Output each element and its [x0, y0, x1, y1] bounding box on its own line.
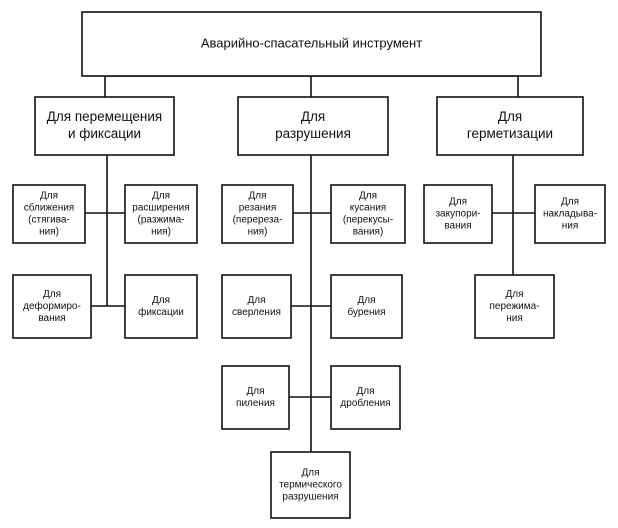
category-node-frame — [237, 96, 389, 156]
leaf-node-label: вания) — [353, 227, 384, 238]
category-node-label: Для перемещения — [47, 109, 162, 124]
leaf-node-label: (перереза- — [233, 215, 283, 226]
category-node: Для разрушения — [237, 96, 389, 156]
leaf-node-label: накладыва- — [543, 209, 597, 220]
leaf-node-frame — [221, 274, 292, 339]
leaf-node-frame — [221, 365, 290, 430]
leaf-node-label: Для — [505, 289, 523, 300]
leaf-node-frame — [330, 274, 403, 339]
category-node: Для перемещения и фиксации — [34, 96, 175, 156]
leaf-node-label: пережима- — [489, 301, 539, 312]
category-node-label: и фиксации — [68, 126, 141, 141]
leaf-node-label: ния) — [39, 227, 59, 238]
leaf-node-label: ния) — [248, 227, 268, 238]
leaf-node-frame — [423, 184, 493, 244]
leaf-node-label: Для — [248, 191, 266, 202]
leaf-node-label: Для — [301, 468, 319, 479]
leaf-node-label: дробления — [340, 397, 390, 409]
leaf-node-label: кусания — [350, 203, 386, 214]
leaf-node-label: бурения — [347, 306, 385, 318]
leaf-node-frame — [12, 274, 92, 339]
root-node-label: Аварийно-спасательный инструмент — [201, 35, 422, 50]
leaf-node-label: расширения — [132, 203, 189, 214]
leaf-node-frame — [474, 274, 555, 339]
leaf-node-label: термического — [279, 480, 342, 491]
category-node-frame — [34, 96, 175, 156]
leaf-node-label: Для — [247, 295, 265, 306]
leaf-node-label: фиксации — [138, 306, 184, 318]
leaf-node-frame — [330, 184, 406, 244]
leaf-node-label: (стягива- — [28, 215, 70, 226]
leaf-node-label: ния) — [151, 227, 171, 238]
leaf-node-label: деформиро- — [23, 300, 81, 312]
leaf-node-label: Для — [359, 191, 377, 202]
leaf-node-label: Для — [246, 386, 264, 397]
leaf-node-label: Для — [357, 295, 375, 306]
leaf-node-label: Для — [43, 289, 61, 300]
leaf-node-label: Для — [561, 197, 579, 208]
leaf-node-frame — [221, 184, 294, 244]
leaf-node-label: ния — [506, 313, 523, 324]
leaf-node-frame — [270, 451, 351, 519]
category-node-label: Для — [498, 109, 522, 124]
leaf-node-label: вания — [444, 221, 471, 232]
leaf-node-label: ния — [562, 221, 579, 232]
leaf-node-frame — [12, 184, 86, 244]
leaf-node-label: разрушения — [282, 492, 338, 503]
leaf-node-label: сближения — [24, 202, 74, 214]
leaf-node-frame — [534, 184, 606, 244]
leaf-node-label: резания — [239, 203, 277, 214]
leaf-node-label: Для — [40, 191, 58, 202]
leaf-node-frame — [124, 184, 198, 244]
leaf-node-label: Для — [152, 191, 170, 202]
leaf-node-label: пиления — [236, 398, 275, 409]
leaf-node-frame — [330, 365, 401, 430]
category-node-label: Для — [301, 109, 325, 124]
leaf-node-label: вания — [38, 313, 65, 324]
root-node-frame — [81, 11, 542, 77]
root-node: Аварийно-спасательный инструмент — [81, 11, 542, 77]
leaf-node-label: Для — [356, 386, 374, 397]
leaf-node-label: сверления — [232, 307, 281, 318]
category-node-label: разрушения — [275, 126, 351, 141]
leaf-node-label: (перекусы- — [343, 215, 393, 226]
leaf-node-label: (разжима- — [138, 215, 185, 226]
leaf-node-label: закупори- — [435, 209, 480, 220]
leaf-node-label: Для — [152, 295, 170, 306]
category-node: Для герметизации — [436, 96, 584, 156]
category-node-frame — [436, 96, 584, 156]
leaf-node-frame — [124, 274, 198, 339]
leaf-node-label: Для — [449, 197, 467, 208]
category-node-label: герметизации — [467, 126, 553, 141]
